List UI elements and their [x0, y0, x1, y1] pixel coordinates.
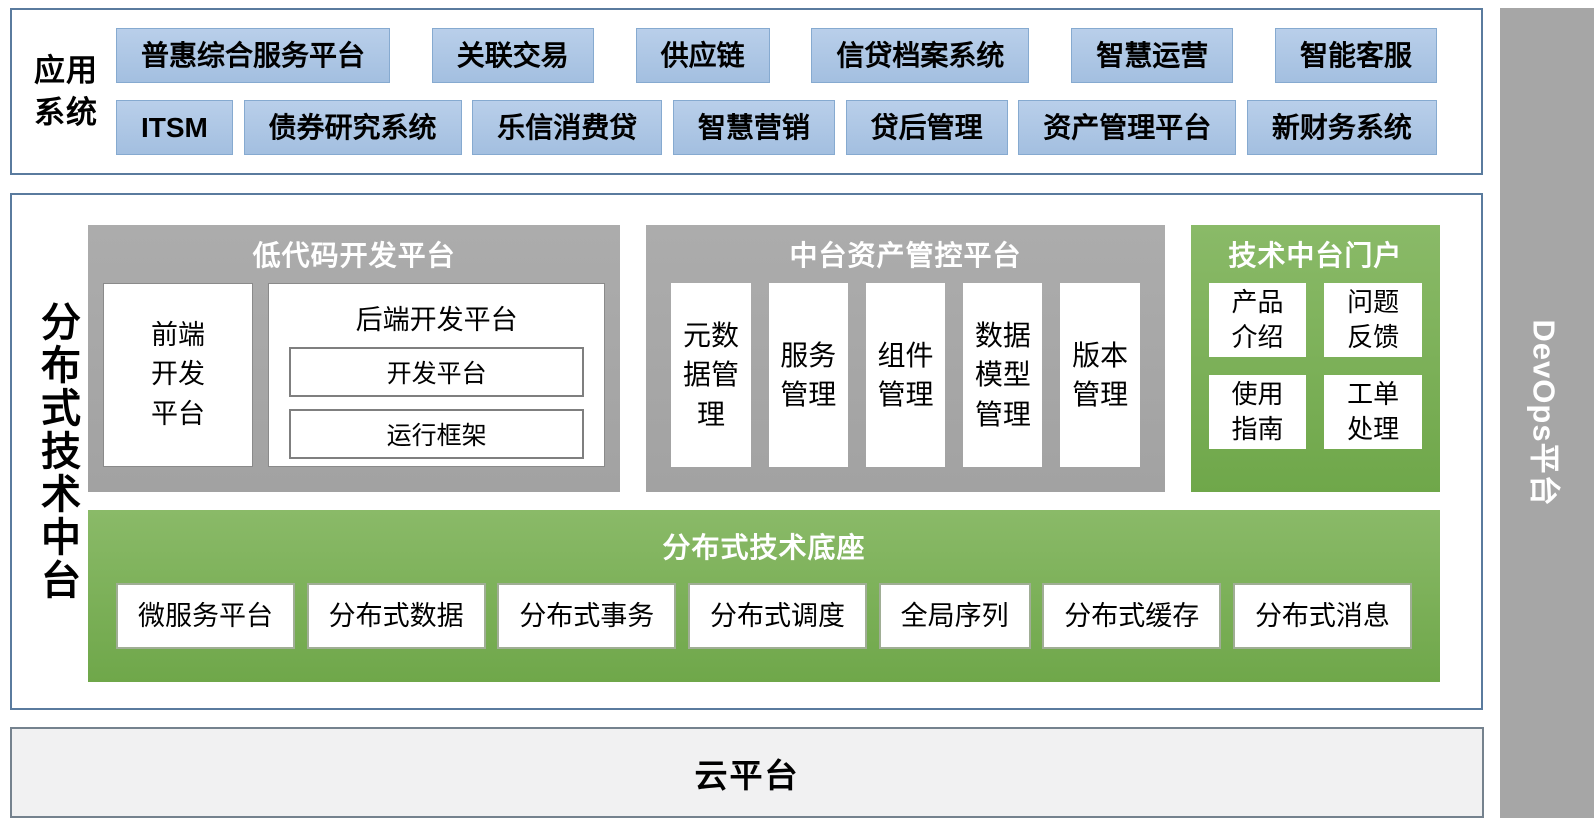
frontend-dev-platform-box: 前端开发平台: [103, 283, 253, 467]
component-mgmt-box: 组件管理: [865, 283, 946, 467]
application-systems-section: 应用系统 普惠综合服务平台 关联交易 供应链 信贷档案系统 智慧运营 智能客服 …: [10, 8, 1483, 175]
cloud-platform-label: 云平台: [694, 756, 800, 794]
app-box-smart-ops: 智慧运营: [1071, 28, 1234, 83]
app-box-new-finance: 新财务系统: [1246, 100, 1437, 155]
distributed-base-panel: 分布式技术底座 微服务平台 分布式数据 分布式事务 分布式调度 全局序列 分布式…: [88, 510, 1440, 682]
portal-panel-title: 技术中台门户: [1228, 240, 1403, 271]
distributed-transaction-box: 分布式事务: [497, 583, 677, 649]
service-mgmt-box: 服务管理: [768, 283, 848, 467]
app-box-supply-chain: 供应链: [635, 28, 770, 83]
application-systems-label: 应用系统: [34, 52, 98, 130]
global-sequence-box: 全局序列: [878, 583, 1031, 649]
application-row-2: ITSM 债券研究系统 乐信消费贷 智慧营销 贷后管理 资产管理平台 新财务系统: [116, 100, 1437, 155]
app-box-asset-mgmt: 资产管理平台: [1018, 100, 1237, 155]
app-box-puhui: 普惠综合服务平台: [116, 28, 391, 83]
devops-platform-label: DevOps平台: [1526, 319, 1562, 507]
app-box-smart-marketing: 智慧营销: [672, 100, 835, 155]
backend-dev-platform-box: 后端开发平台 开发平台 运行框架: [268, 283, 606, 467]
cloud-platform-bar: 云平台: [10, 727, 1484, 818]
runtime-framework-box: 运行框架: [289, 409, 585, 459]
backend-dev-platform-title: 后端开发平台: [355, 305, 518, 335]
issue-feedback-box: 问题反馈: [1324, 283, 1422, 357]
distributed-scheduling-box: 分布式调度: [687, 583, 867, 649]
microservice-platform-box: 微服务平台: [116, 583, 295, 649]
asset-control-panel-title: 中台资产管控平台: [789, 240, 1022, 271]
distributed-data-box: 分布式数据: [306, 583, 486, 649]
app-box-post-loan: 贷后管理: [845, 100, 1008, 155]
app-box-related-trade: 关联交易: [431, 28, 594, 83]
dev-platform-box: 开发平台: [289, 347, 585, 397]
distributed-cache-box: 分布式缓存: [1042, 583, 1222, 649]
portal-panel: 技术中台门户 产品介绍 问题反馈 使用指南 工单处理: [1190, 225, 1440, 492]
distributed-tech-section: 分布式技术中台 低代码开发平台 前端开发平台 后端开发平台 开发平台 运行框架: [10, 193, 1483, 710]
asset-control-panel: 中台资产管控平台 元数据管理 服务管理 组件管理 数据模型管理 版本管理: [646, 225, 1165, 492]
app-box-credit-archive: 信贷档案系统: [811, 28, 1030, 83]
app-box-bond-research: 债券研究系统: [243, 100, 462, 155]
devops-platform-bar: DevOps平台: [1500, 8, 1594, 818]
portal-panel-body: 产品介绍 问题反馈 使用指南 工单处理: [1191, 283, 1440, 449]
ticket-handling-box: 工单处理: [1324, 375, 1422, 449]
lowcode-panel-title: 低代码开发平台: [252, 240, 456, 271]
metadata-mgmt-box: 元数据管理: [671, 283, 751, 467]
product-intro-box: 产品介绍: [1208, 283, 1307, 357]
distributed-base-title: 分布式技术底座: [662, 532, 866, 563]
data-model-mgmt-box: 数据模型管理: [963, 283, 1043, 467]
app-box-lexin-loan: 乐信消费贷: [472, 100, 663, 155]
platform-panels-row: 低代码开发平台 前端开发平台 后端开发平台 开发平台 运行框架 中台资产管控平台: [88, 225, 1440, 492]
application-row-1: 普惠综合服务平台 关联交易 供应链 信贷档案系统 智慧运营 智能客服: [116, 28, 1437, 83]
version-mgmt-box: 版本管理: [1060, 283, 1140, 467]
distributed-base-row: 微服务平台 分布式数据 分布式事务 分布式调度 全局序列 分布式缓存 分布式消息: [88, 566, 1440, 649]
distributed-message-box: 分布式消息: [1232, 583, 1412, 649]
distributed-tech-label: 分布式技术中台: [34, 301, 81, 602]
asset-control-panel-body: 元数据管理 服务管理 组件管理 数据模型管理 版本管理: [646, 283, 1164, 467]
app-box-smart-service: 智能客服: [1274, 28, 1437, 83]
app-box-itsm: ITSM: [116, 100, 233, 155]
lowcode-panel: 低代码开发平台 前端开发平台 后端开发平台 开发平台 运行框架: [88, 225, 621, 492]
application-systems-rows: 普惠综合服务平台 关联交易 供应链 信贷档案系统 智慧运营 智能客服 ITSM …: [112, 10, 1481, 173]
lowcode-panel-body: 前端开发平台 后端开发平台 开发平台 运行框架: [88, 283, 620, 467]
user-guide-box: 使用指南: [1208, 375, 1307, 449]
